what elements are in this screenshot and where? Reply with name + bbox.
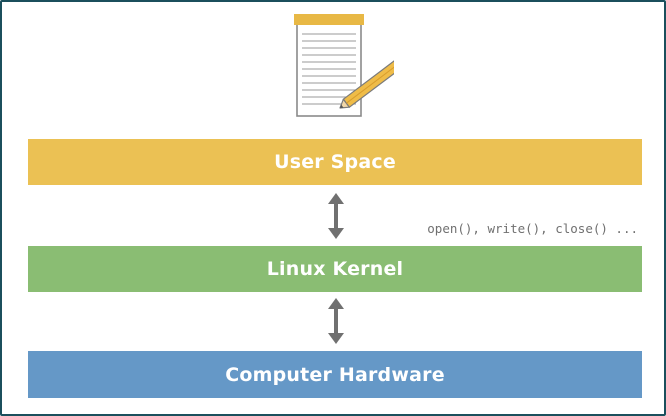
double-headed-arrow-icon [328, 193, 344, 239]
user-space-layer: User Space [28, 139, 642, 185]
linux-kernel-label: Linux Kernel [266, 258, 404, 280]
double-headed-arrow-icon [328, 298, 344, 344]
computer-hardware-layer: Computer Hardware [28, 351, 642, 398]
linux-kernel-layer: Linux Kernel [28, 246, 642, 292]
user-space-label: User Space [274, 151, 396, 173]
computer-hardware-label: Computer Hardware [225, 363, 445, 386]
notepad-with-pencil-icon [294, 14, 394, 117]
syscall-annotation: open(), write(), close() ... [427, 221, 638, 236]
